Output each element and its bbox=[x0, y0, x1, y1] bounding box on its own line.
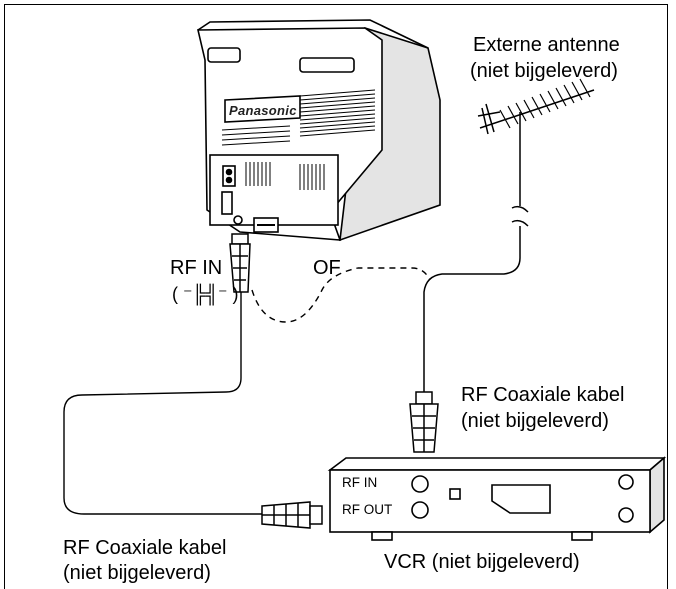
tv-rf-in-label: RF IN bbox=[170, 257, 223, 279]
antenna bbox=[423, 78, 595, 392]
vcr-out-plug bbox=[261, 501, 323, 529]
coax-left-label-line2: (niet bijgeleverd) bbox=[63, 562, 211, 584]
figure-frame bbox=[4, 4, 668, 589]
vcr-rf-out-label: RF OUT bbox=[342, 502, 393, 517]
vcr-top bbox=[327, 457, 667, 471]
coax-right-label-line2: (niet bijgeleverd) bbox=[461, 410, 609, 432]
vcr-scart bbox=[491, 484, 551, 514]
vcr-front bbox=[329, 469, 651, 533]
vcr-caption: VCR (niet bijgeleverd) bbox=[384, 551, 580, 573]
coax-left-label-line1: RF Coaxiale kabel bbox=[63, 537, 227, 559]
coax-right-label-line1: RF Coaxiale kabel bbox=[461, 384, 625, 406]
vcr-unit bbox=[327, 456, 667, 541]
antenna-label-line1: Externe antenne bbox=[473, 34, 620, 56]
vcr-side bbox=[649, 456, 665, 534]
tv-handle-left bbox=[207, 47, 241, 63]
vcr-rf-out-jack bbox=[411, 501, 429, 519]
tv-rf-in-symbol: ( ⁻╠╣⁻ ) bbox=[172, 284, 239, 304]
vcr-rf-in-label: RF IN bbox=[342, 475, 378, 490]
tv-set bbox=[196, 19, 441, 242]
tv-handle-right bbox=[299, 57, 355, 73]
tv-vents-lower bbox=[245, 162, 325, 190]
cable-tv-to-vcr bbox=[63, 292, 262, 515]
tv-vents-left bbox=[221, 125, 291, 146]
dashed-alternative-cable bbox=[251, 267, 431, 323]
or-label: OF bbox=[313, 257, 341, 279]
vcr-rf-in-jack bbox=[411, 475, 429, 493]
tv-brand-logo: Panasonic bbox=[229, 103, 297, 118]
tv-rf-plug bbox=[229, 233, 251, 293]
vcr-in-plug bbox=[409, 391, 439, 453]
antenna-label-line2: (niet bijgeleverd) bbox=[470, 60, 618, 82]
tv-rf-in-socket bbox=[233, 215, 243, 225]
tv-vents-upper bbox=[299, 89, 376, 137]
